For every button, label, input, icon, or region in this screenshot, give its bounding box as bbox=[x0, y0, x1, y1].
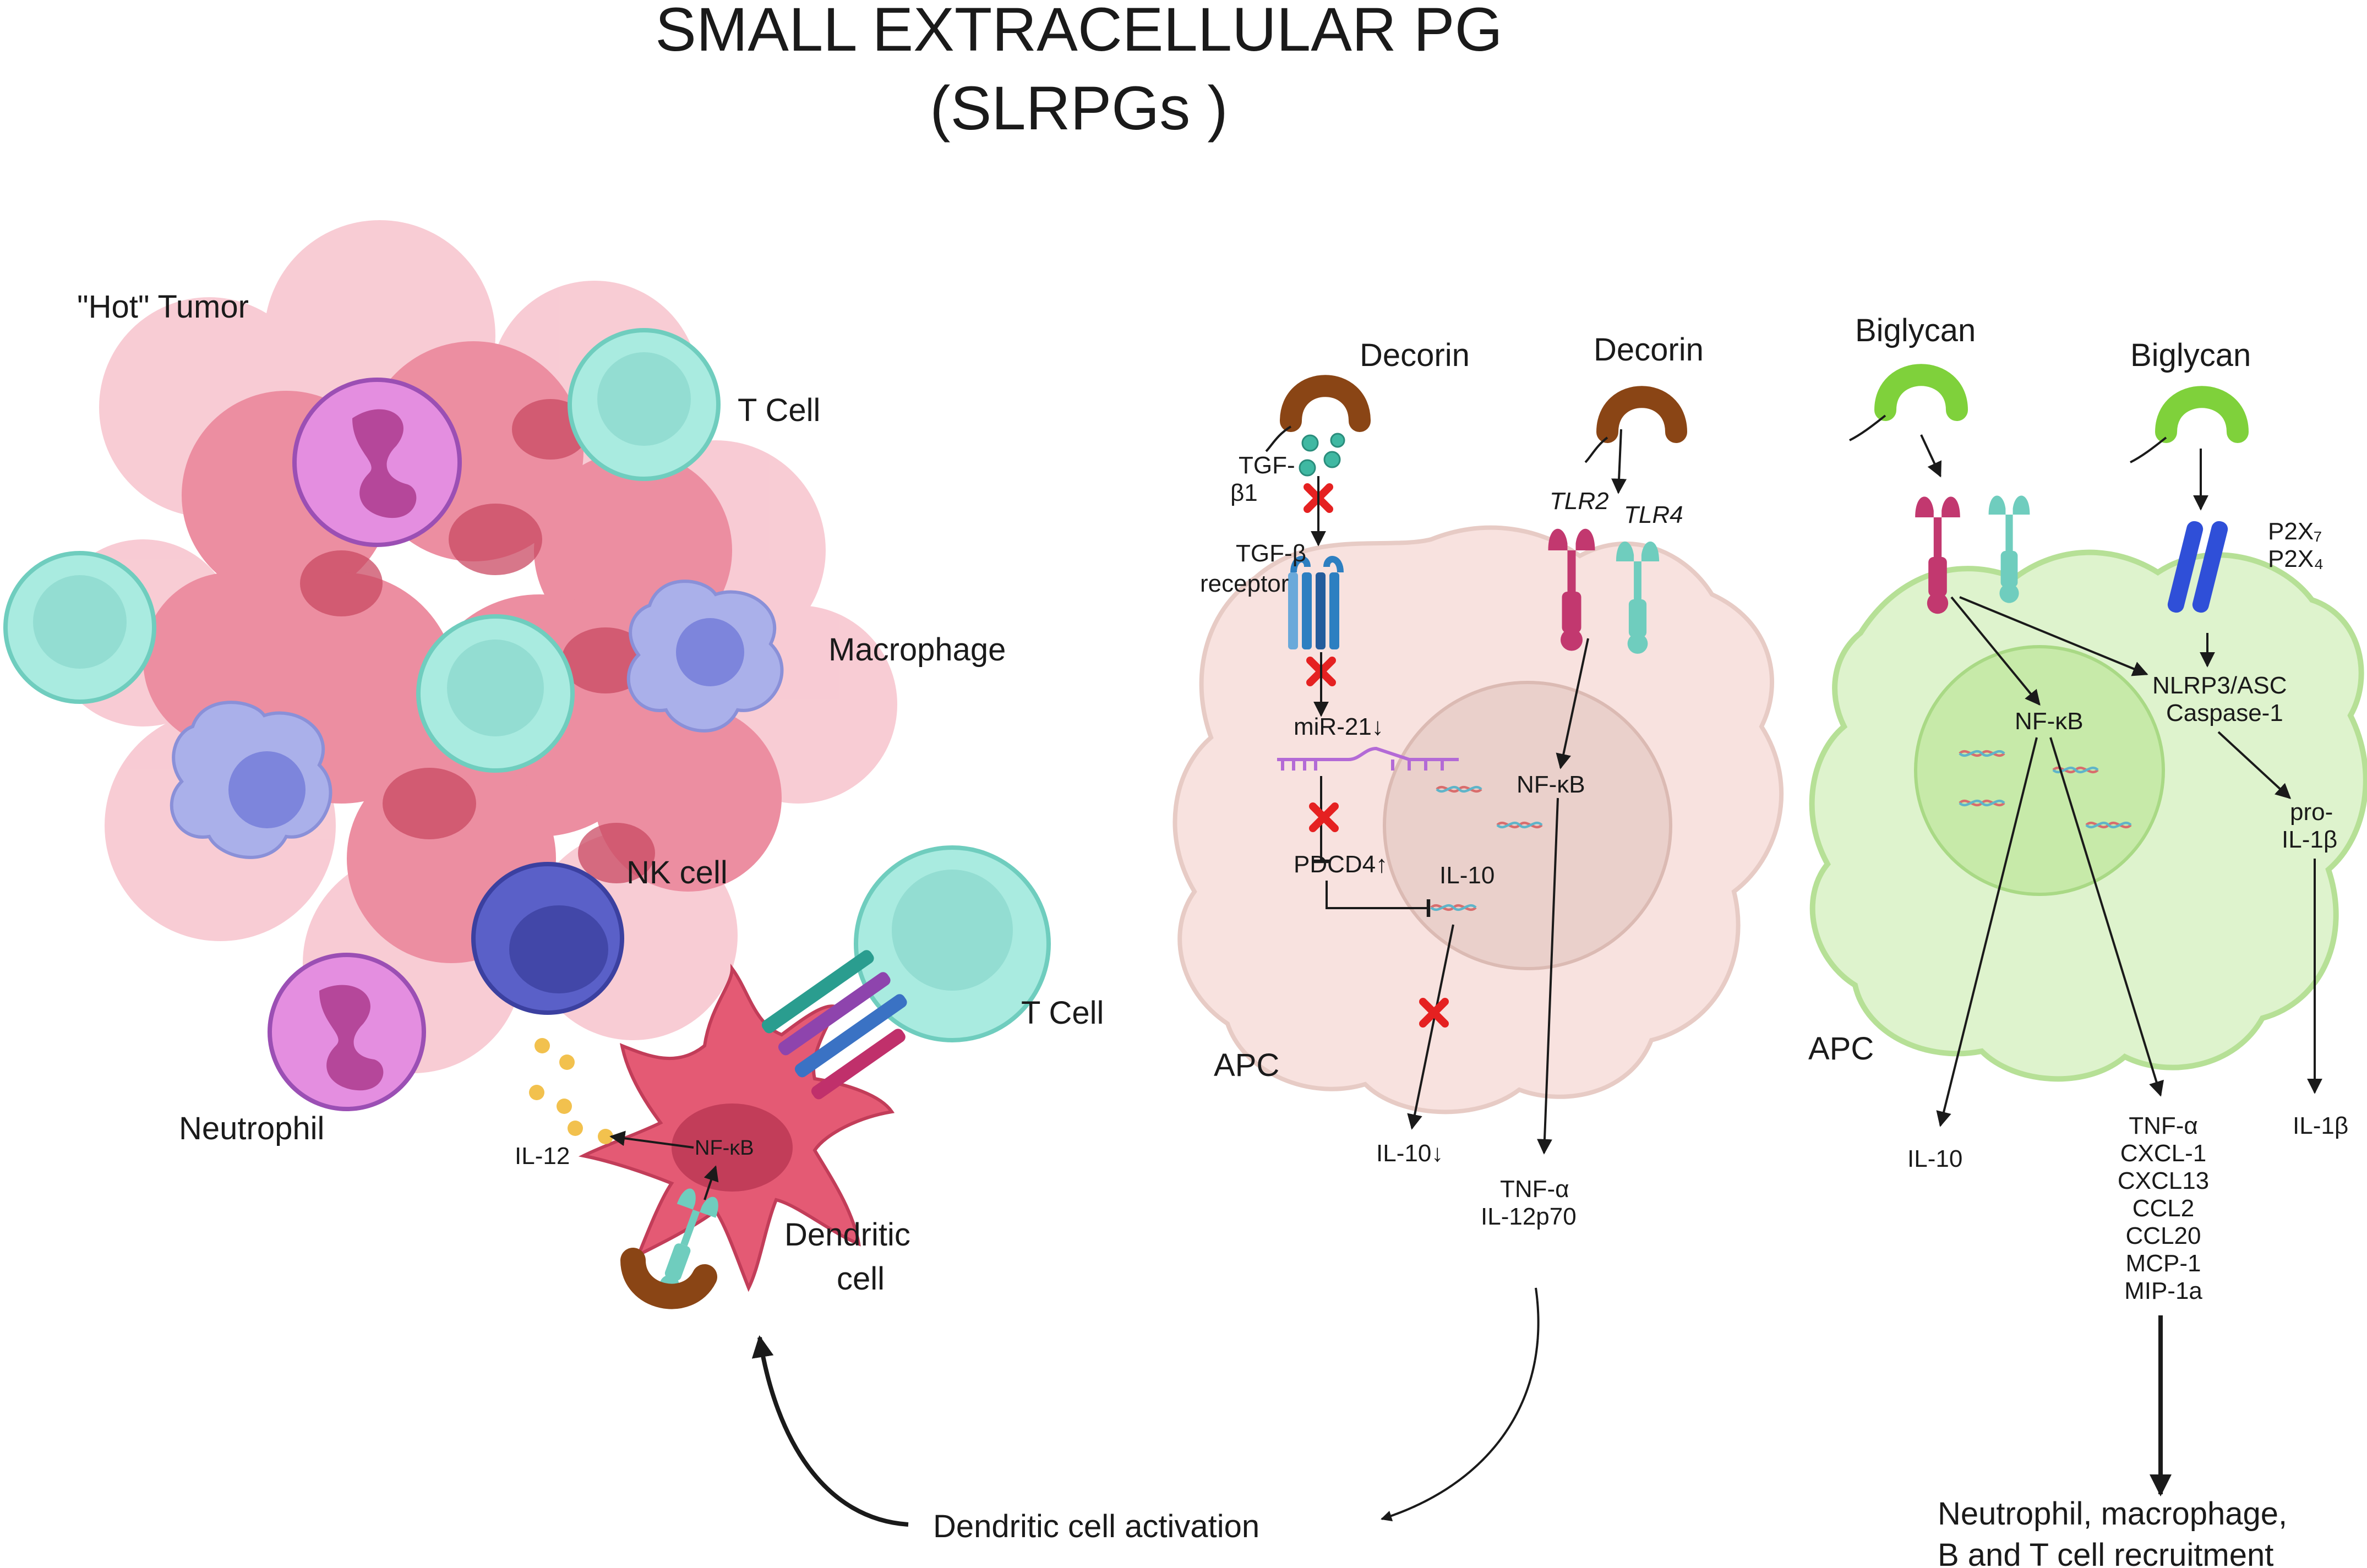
pro-il1b-line2: IL-1β bbox=[2282, 826, 2337, 853]
title-line1: SMALL EXTRACELLULAR PG bbox=[655, 0, 1503, 64]
arrow-tlr-to-nfkb bbox=[1950, 596, 2041, 706]
cytokine-item: MCP-1 bbox=[2126, 1250, 2201, 1277]
arrow-decorin-to-tlr bbox=[1611, 429, 1627, 494]
mir21-label: miR-21↓ bbox=[1294, 713, 1384, 740]
apc-decorin-label: APC bbox=[1214, 1047, 1279, 1083]
arrow-nfkb-to-il12 bbox=[609, 1130, 694, 1149]
nlrp3-label: NLRP3/ASC bbox=[2152, 672, 2287, 699]
decorin-molecule-left bbox=[1280, 375, 1371, 432]
t-cell-top-label: T Cell bbox=[738, 392, 820, 428]
biglycan-tail-right bbox=[2130, 436, 2167, 463]
pro-il1b-line1: pro- bbox=[2290, 799, 2333, 826]
arrow-tlr-to-nfkb bbox=[1556, 638, 1589, 769]
decorin-right-label: Decorin bbox=[1594, 332, 1704, 368]
arrow-biglycan-to-tlr bbox=[1920, 434, 1942, 478]
decorin-tail-left bbox=[1265, 425, 1292, 452]
il10-inner-label: IL-10 bbox=[1439, 862, 1495, 889]
il10-out-label: IL-10↓ bbox=[1376, 1140, 1443, 1167]
cytokine-item: CXCL13 bbox=[2118, 1167, 2209, 1194]
inhibition-x-4 bbox=[1419, 998, 1449, 1028]
tgf-receptor-label-line1: TGF-β bbox=[1236, 540, 1306, 567]
activation-return-arrow bbox=[1381, 1287, 1540, 1522]
arrow-tlr-to-nlrp3 bbox=[1959, 596, 2148, 676]
t-cell-center bbox=[416, 614, 575, 773]
biglycan-tail-left bbox=[1849, 414, 1886, 441]
arrow-caspase-to-proil1b bbox=[2217, 731, 2292, 799]
dendritic-label-line1: Dendritic bbox=[784, 1217, 910, 1253]
biglycan-il10-label: IL-10 bbox=[1907, 1145, 1962, 1172]
tgf-beta-receptor bbox=[1288, 556, 1344, 649]
biglycan-molecule-left bbox=[1874, 364, 1968, 421]
il12-secretion-dots bbox=[529, 1038, 613, 1144]
macrophage-cell-right bbox=[626, 580, 784, 733]
hot-tumor-label: "Hot" Tumor bbox=[77, 289, 249, 325]
t-cell-left bbox=[3, 551, 156, 704]
activation-curved-arrow bbox=[751, 1335, 909, 1527]
tgf-beta1-molecules bbox=[1299, 433, 1345, 477]
arrow-nfkb-to-il10 bbox=[1936, 737, 2038, 1127]
neutrophil-label: Neutrophil bbox=[179, 1111, 324, 1146]
nk-cell-label: NK cell bbox=[626, 855, 728, 890]
title-line2: (SLRPGs ) bbox=[930, 74, 1228, 143]
neutrophil-cell-top bbox=[292, 378, 462, 547]
macrophage-cell-left bbox=[170, 701, 332, 859]
neutrophil-cell-bottom bbox=[268, 953, 426, 1111]
apc-biglycan-label: APC bbox=[1808, 1031, 1874, 1067]
mir21-hairpin bbox=[1277, 746, 1459, 771]
arrow-nfkb-to-tnf bbox=[1536, 797, 1559, 1155]
inhibit-pdcd4-il10 bbox=[1326, 881, 1431, 917]
biglycan-nfkb-label: NF-κB bbox=[2015, 708, 2084, 735]
arrow-receptor-to-nfkb bbox=[703, 1165, 719, 1200]
p2x-channel bbox=[2167, 521, 2228, 613]
il12-label: IL-12 bbox=[515, 1143, 570, 1170]
biglycan-left-label: Biglycan bbox=[1855, 313, 1976, 348]
p2x7-label: P2X₇ bbox=[2268, 518, 2322, 545]
dendritic-nfkb-label: NF-κB bbox=[695, 1137, 754, 1160]
t-cell-right bbox=[854, 845, 1051, 1042]
decorin-tail-right bbox=[1584, 436, 1608, 463]
activation-label: Dendritic cell activation bbox=[933, 1509, 1259, 1544]
tlr4-label: TLR4 bbox=[1624, 501, 1683, 528]
inhibition-x-3 bbox=[1309, 802, 1339, 832]
arrow-nfkb-to-cytokines bbox=[2049, 737, 2164, 1097]
t-cell-right-label: T Cell bbox=[1021, 995, 1104, 1031]
dendritic-label-line2: cell bbox=[837, 1261, 885, 1297]
pdcd4-label: PDCD4↑ bbox=[1294, 851, 1388, 878]
caspase-label: Caspase-1 bbox=[2166, 700, 2283, 726]
il1b-label: IL-1β bbox=[2293, 1112, 2348, 1139]
tgf-label-line2: β1 bbox=[1230, 479, 1258, 506]
tgf-label-line1: TGF- bbox=[1239, 452, 1295, 479]
decorin-left-label: Decorin bbox=[1360, 337, 1470, 373]
il12p70-label: IL-12p70 bbox=[1481, 1203, 1577, 1230]
decorin-molecule-dendritic bbox=[620, 1248, 717, 1309]
tnf-alpha-decorin-label: TNF-α bbox=[1500, 1176, 1569, 1203]
nk-cell bbox=[471, 862, 624, 1015]
recruitment-label-line2: B and T cell recruitment bbox=[1938, 1537, 2273, 1568]
arrow-il10-out bbox=[1407, 924, 1454, 1130]
p2x4-label: P2X₄ bbox=[2268, 545, 2324, 572]
cytokine-item: MIP-1a bbox=[2124, 1277, 2202, 1304]
tlr2-label: TLR2 bbox=[1550, 488, 1609, 515]
recruitment-label-line1: Neutrophil, macrophage, bbox=[1938, 1496, 2287, 1532]
tgf-receptor-label-line2: receptor bbox=[1200, 570, 1289, 597]
biglycan-right-label: Biglycan bbox=[2130, 337, 2251, 373]
macrophage-label: Macrophage bbox=[828, 632, 1006, 668]
biglycan-molecule-right bbox=[2155, 386, 2249, 443]
cytokine-item: CXCL-1 bbox=[2120, 1140, 2207, 1167]
tcr-receptor-complex bbox=[761, 950, 907, 1100]
cytokine-item: CCL2 bbox=[2133, 1195, 2195, 1222]
cytokine-item: TNF-α bbox=[2129, 1112, 2198, 1139]
t-cell-top bbox=[568, 328, 721, 481]
decorin-molecule-right bbox=[1596, 386, 1687, 443]
cytokine-item: CCL20 bbox=[2126, 1222, 2201, 1249]
decorin-nfkb-label: NF-κB bbox=[1517, 771, 1585, 798]
apc-nucleus-biglycan bbox=[1914, 645, 2165, 896]
cytokine-list: TNF-α CXCL-1 CXCL13 CCL2 CCL20 MCP-1 MIP… bbox=[2118, 1112, 2209, 1304]
